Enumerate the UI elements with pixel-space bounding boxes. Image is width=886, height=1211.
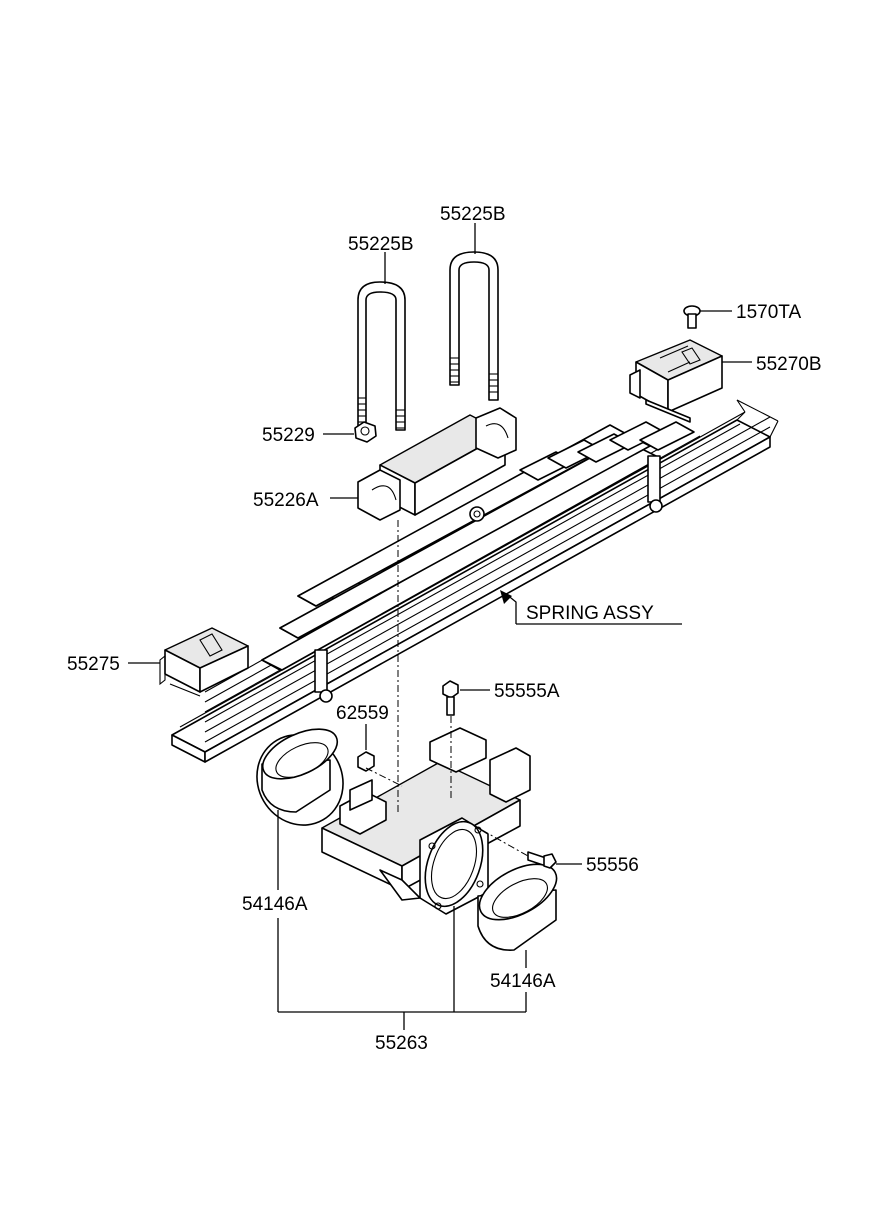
label-pad-right: 55270B [756,354,822,375]
u-bolt-icon [357,281,406,431]
bushing-icon [256,728,344,826]
leaf-spring-icon [171,399,779,763]
label-screw: 1570TA [736,302,801,323]
u-bolt-icon [449,251,499,401]
assembly-centerlines [365,520,529,857]
label-ubolt-right: 55225B [440,204,506,225]
label-bracket: 55263 [375,1033,428,1054]
leader-lines [128,223,752,1030]
bolt-icon [527,851,557,869]
label-bushing-left: 54146A [242,894,308,915]
label-seat: 55226A [253,490,319,511]
hex-nut-icon [354,421,377,443]
label-ubolt-left: 55225B [348,234,414,255]
rubber-pad-icon [629,339,723,423]
label-pad-left: 55275 [67,654,120,675]
rubber-pad-icon [159,627,249,697]
label-spring-assy: SPRING ASSY [526,603,654,624]
screw-icon [683,305,701,329]
bolt-icon [442,680,459,716]
axle-bracket-icon [321,727,531,915]
label-bolt-top: 55555A [494,681,560,702]
bushing-icon [477,863,558,951]
spring-seat-icon [357,407,517,521]
hex-nut-icon [357,751,375,772]
label-nut: 55229 [262,425,315,446]
label-bolt-side: 55556 [586,855,639,876]
label-nut-small: 62559 [336,703,389,724]
label-bushing-right: 54146A [490,971,556,992]
